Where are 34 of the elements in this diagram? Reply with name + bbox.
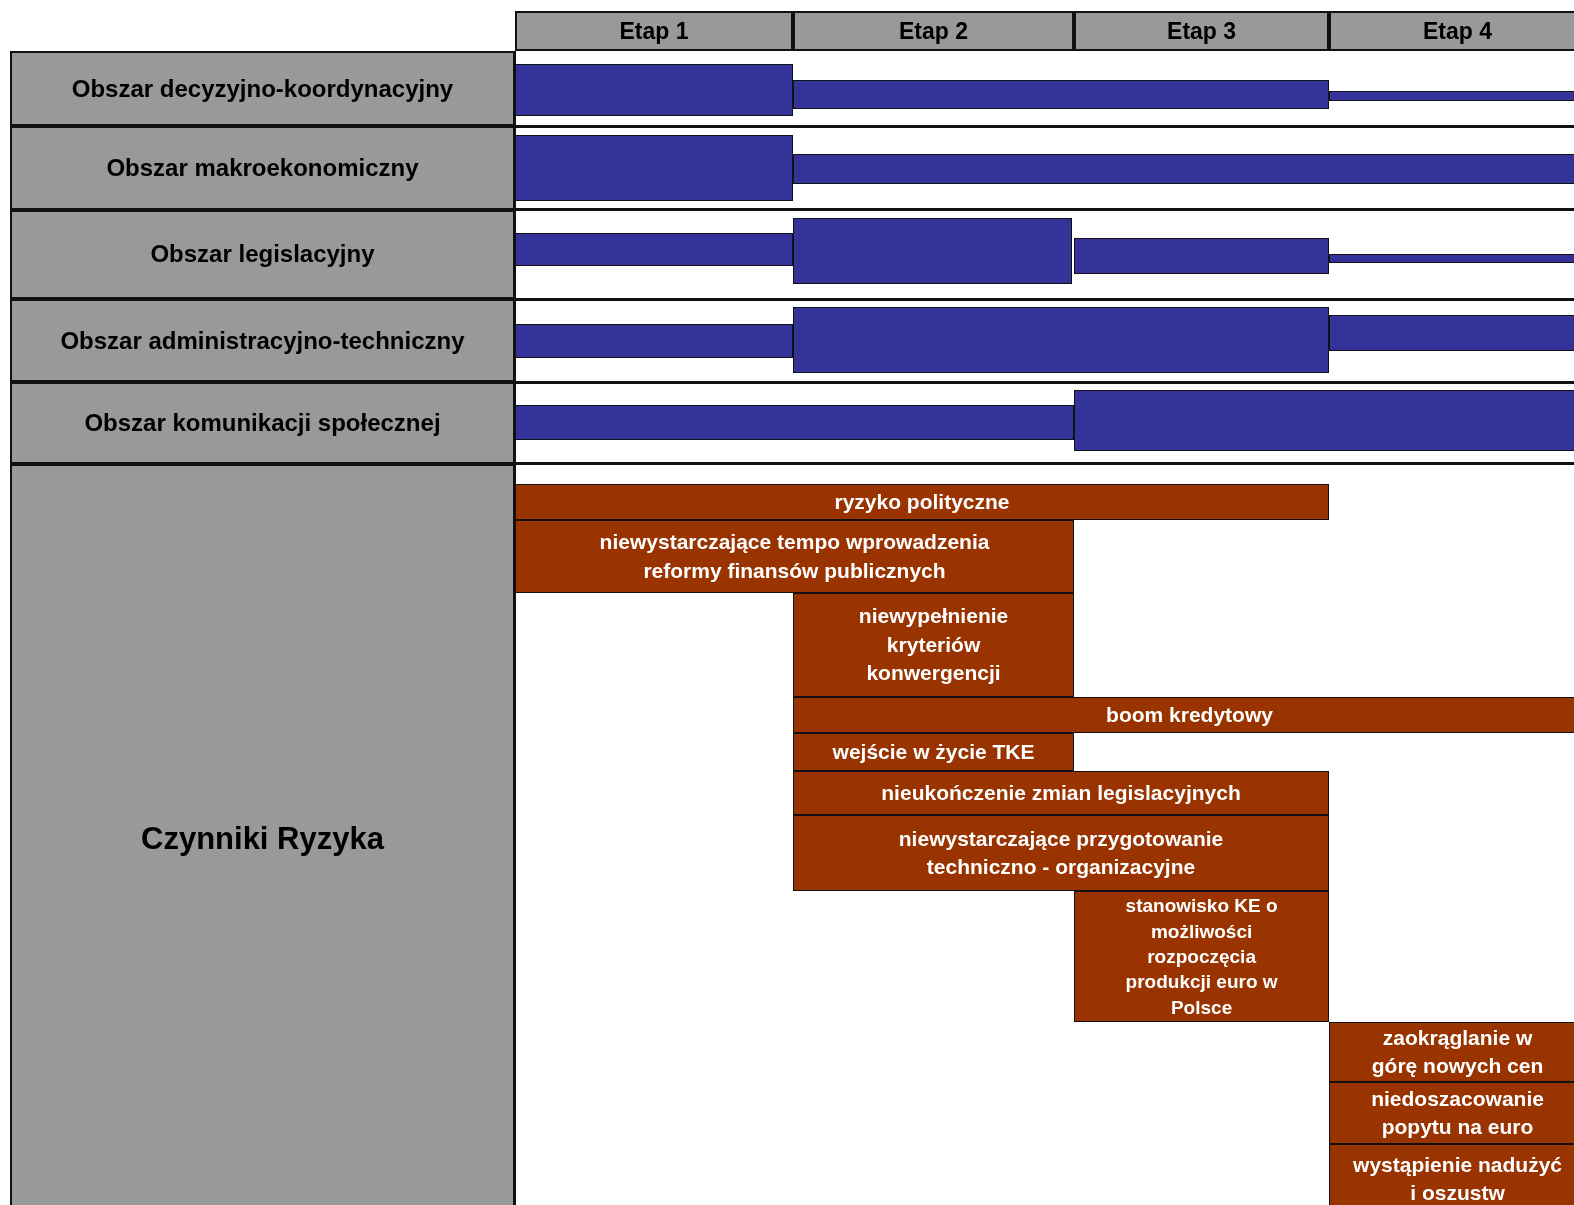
intensity-bar <box>793 307 1330 374</box>
risk-factor-bar: niewypełnienie kryteriów konwergencji <box>793 593 1075 697</box>
intensity-bar <box>1074 390 1574 451</box>
intensity-bar <box>514 324 793 359</box>
intensity-bar <box>1074 237 1330 275</box>
intensity-bar <box>514 404 1075 440</box>
risk-factor-bar: nieukończenie zmian legislacyjnych <box>793 770 1330 816</box>
stage-header-cell: Etap 4 <box>1329 11 1574 52</box>
intensity-bar <box>793 80 1330 110</box>
intensity-bar <box>793 153 1574 184</box>
risk-factor-bar: niewystarczające przygotowanie techniczno - organizacyjne <box>793 815 1330 892</box>
risk-factor-bar: boom kredytowy <box>793 696 1574 733</box>
intensity-bar <box>514 134 793 201</box>
intensity-bar <box>793 217 1073 285</box>
intensity-bar <box>1329 315 1574 352</box>
risk-factor-bar: ryzyko polityczne <box>514 483 1330 520</box>
risk-factor-bar: niedoszacowanie popytu na euro <box>1329 1082 1574 1145</box>
stage-header-cell: Etap 3 <box>1074 11 1330 52</box>
area-label-cell: Obszar decyzyjno-koordynacyjny <box>10 51 515 127</box>
area-label-cell: Obszar administracyjno-techniczny <box>10 299 515 383</box>
stage-header-cell: Etap 2 <box>793 11 1075 52</box>
intensity-bar <box>1329 253 1574 263</box>
intensity-bar <box>514 232 793 266</box>
risk-factor-bar: wejście w życie TKE <box>793 732 1075 771</box>
stage-header-cell: Etap 1 <box>514 11 793 52</box>
intensity-bar <box>514 64 793 117</box>
area-label-cell: Czynniki Ryzyka <box>10 463 515 1205</box>
area-label-cell: Obszar komunikacji społecznej <box>10 382 515 464</box>
area-label-cell: Obszar legislacyjny <box>10 209 515 300</box>
risk-factor-bar: wystąpienie nadużyć i oszustw <box>1329 1144 1574 1205</box>
risk-factor-bar: stanowisko KE o możliwości rozpoczęcia produkcji euro w Polsce <box>1074 891 1330 1022</box>
risk-factor-bar: niewystarczające tempo wprowadzenia reformy finansów publicznych <box>514 519 1075 594</box>
area-label-cell: Obszar makroekonomiczny <box>10 126 515 210</box>
intensity-bar <box>1329 91 1574 102</box>
